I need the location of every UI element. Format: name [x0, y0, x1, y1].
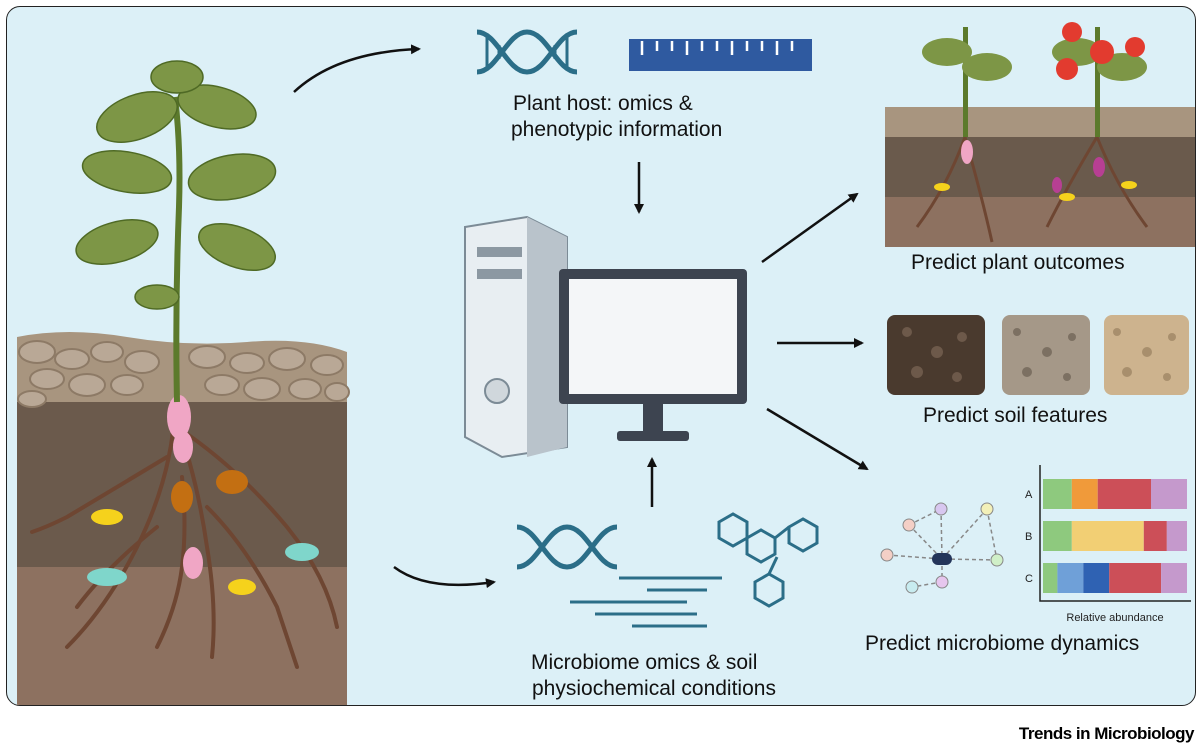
chart-bar-segment	[1043, 521, 1072, 551]
chart-bar-segment	[1109, 563, 1162, 593]
predict-plant-outcomes-label: Predict plant outcomes	[911, 251, 1125, 274]
chart-bar-segment	[1043, 479, 1072, 509]
chart-bar-segment	[1143, 521, 1167, 551]
sequence-reads	[570, 576, 722, 628]
chart-bar-segment	[1057, 563, 1084, 593]
predict-soil-features-label: Predict soil features	[923, 404, 1108, 427]
chart-bar-segment	[1083, 563, 1110, 593]
chart-category-label: A	[1025, 489, 1033, 501]
plant-host-label: Plant host: omics &	[513, 92, 693, 115]
soil-sample-icon	[887, 315, 1189, 395]
chart-bar-segment	[1166, 521, 1187, 551]
microbe-clusters-left	[87, 395, 319, 595]
tomato-plant-icon	[75, 60, 277, 403]
relative-abundance-chart: A B C Relative abundance	[1025, 465, 1191, 624]
dna-icon-bottom	[516, 524, 618, 570]
chart-category-label: C	[1025, 573, 1033, 585]
figure-panel: A B C Relative abundance Plant host: omics …	[6, 6, 1196, 706]
computer-icon	[464, 215, 747, 459]
molecule-icon	[717, 512, 819, 608]
plant-host-label-line2: phenotypic information	[511, 118, 723, 141]
plant-outcomes-image	[885, 22, 1195, 247]
microbiome-omics-label: Microbiome omics & soil	[531, 651, 758, 674]
chart-x-axis-label: Relative abundance	[1066, 612, 1163, 624]
chart-bar-segment	[1161, 563, 1187, 593]
chart-bar-segment	[1043, 563, 1058, 593]
plant-roots-left	[30, 405, 339, 669]
chart-bar-segment	[1071, 521, 1144, 551]
flow-arrows	[293, 44, 869, 589]
dna-icon	[476, 29, 578, 75]
ruler-icon	[629, 39, 812, 71]
chart-bar-segment	[1071, 479, 1098, 509]
network-icon	[880, 502, 1004, 594]
microbiome-omics-label-line2: physiochemical conditions	[532, 677, 776, 700]
chart-bar-segment	[1097, 479, 1151, 509]
chart-axis	[1039, 465, 1191, 602]
figure-illustration: A B C Relative abundance	[17, 22, 1195, 705]
chart-category-label: B	[1025, 531, 1032, 543]
predict-microbiome-dynamics-label: Predict microbiome dynamics	[865, 632, 1140, 655]
chart-bar-segment	[1151, 479, 1187, 509]
journal-name: Trends in Microbiology	[1018, 724, 1195, 743]
